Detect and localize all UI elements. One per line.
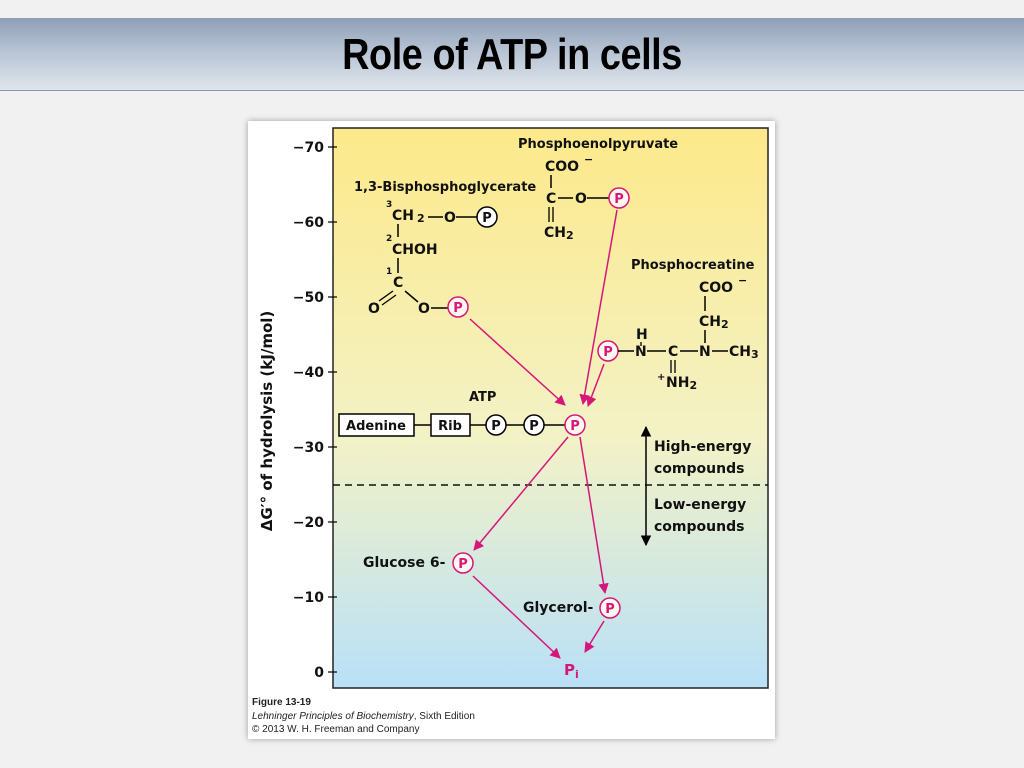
glucose-6-phosphate: Glucose 6- P	[363, 552, 474, 574]
svg-text:Low-energy: Low-energy	[654, 497, 746, 513]
svg-text:−10: −10	[293, 590, 324, 606]
phosphate-circle	[476, 206, 498, 228]
phosphate-circle	[564, 414, 586, 436]
arrow-atp-to-glycerol	[579, 436, 609, 595]
svg-text:1,3-Bisphosphoglycerate: 1,3-Bisphosphoglycerate	[354, 180, 536, 195]
svg-text:compounds: compounds	[654, 461, 744, 477]
svg-text:compounds: compounds	[654, 519, 744, 535]
svg-text:P: P	[453, 301, 463, 316]
glycerol-phosphate: Glycerol- P	[523, 597, 621, 619]
atp: ATP Adenine Rib P P P	[338, 390, 586, 437]
svg-text:ATP: ATP	[469, 390, 496, 405]
svg-text:P: P	[458, 557, 468, 572]
arrow-glucose-to-pi	[472, 575, 561, 659]
svg-text:CH2: CH2	[544, 225, 574, 242]
svg-text:Rib: Rib	[438, 419, 462, 434]
y-axis-ticks: −70 −60 −50 −40 −30 −20 −10 0	[293, 140, 337, 681]
svg-text:Phosphocreatine: Phosphocreatine	[631, 258, 755, 273]
svg-text:COO: COO	[699, 280, 733, 296]
svg-text:2: 2	[386, 234, 392, 244]
svg-text:−: −	[738, 274, 747, 287]
svg-text:3: 3	[386, 200, 392, 210]
svg-text:1: 1	[386, 267, 392, 277]
svg-text:Glucose 6-: Glucose 6-	[363, 555, 446, 571]
arrow-pep-to-atp	[579, 209, 618, 406]
svg-text:O: O	[368, 301, 380, 317]
plot-panel	[332, 127, 769, 689]
svg-text:P: P	[570, 419, 580, 434]
svg-text:Adenine: Adenine	[346, 419, 406, 434]
svg-text:−40: −40	[293, 365, 324, 381]
tick--50: −50	[293, 290, 337, 306]
svg-text:COO: COO	[545, 159, 579, 175]
svg-text:N: N	[699, 344, 711, 360]
svg-text:O: O	[575, 191, 587, 207]
svg-text:N: N	[635, 344, 647, 360]
figure-source: Lehninger Principles of Biochemistry, Si…	[252, 711, 475, 722]
svg-text:−: −	[584, 153, 593, 166]
svg-text:−30: −30	[293, 440, 324, 456]
svg-text:NH2: NH2	[666, 375, 697, 392]
tick--20: −20	[293, 515, 337, 531]
svg-text:C: C	[668, 344, 678, 360]
figure-card: ΔG′° of hydrolysis (kJ/mol) −70 −60 −50 …	[248, 121, 775, 739]
svg-text:C: C	[393, 275, 403, 291]
svg-text:P: P	[605, 602, 615, 617]
svg-text:O: O	[418, 301, 430, 317]
phosphoenolpyruvate: Phosphoenolpyruvate COO − C O CH2 P	[518, 137, 678, 242]
phosphocreatine: Phosphocreatine COO − CH2 H P N C N CH3 …	[597, 258, 759, 392]
svg-text:Glycerol-: Glycerol-	[523, 600, 594, 616]
svg-text:H: H	[636, 327, 648, 343]
tick--40: −40	[293, 365, 337, 381]
svg-text:O: O	[444, 210, 456, 226]
svg-text:P: P	[491, 419, 501, 434]
phosphate-circle	[452, 552, 474, 574]
svg-text:High-energy: High-energy	[654, 439, 751, 455]
svg-text:P: P	[529, 419, 539, 434]
svg-text:0: 0	[314, 665, 324, 681]
figure-number: Figure 13-19	[252, 697, 311, 708]
phosphate-circle	[608, 187, 630, 209]
low-energy-label: Low-energy compounds	[654, 497, 746, 535]
svg-text:−60: −60	[293, 215, 324, 231]
svg-text:−70: −70	[293, 140, 324, 156]
svg-text:P: P	[614, 192, 624, 207]
svg-text:P: P	[482, 211, 492, 226]
svg-text:−20: −20	[293, 515, 324, 531]
high-energy-label: High-energy compounds	[654, 439, 751, 477]
svg-text:CH3: CH3	[729, 344, 759, 361]
tick--30: −30	[293, 440, 337, 456]
arrow-bpg-to-atp	[469, 318, 566, 406]
svg-text:−50: −50	[293, 290, 324, 306]
phosphate-circle	[599, 597, 621, 619]
tick--60: −60	[293, 215, 337, 231]
svg-text:+: +	[657, 372, 665, 383]
tick--10: −10	[293, 590, 337, 606]
arrow-glycerol-to-pi	[584, 620, 605, 653]
slide-title: Role of ATP in cells	[342, 30, 682, 79]
svg-text:Phosphoenolpyruvate: Phosphoenolpyruvate	[518, 137, 678, 152]
arrow-creatine-to-atp	[586, 363, 605, 407]
phosphoryl-transfer-arrows	[469, 209, 618, 659]
tick-0: 0	[314, 665, 337, 681]
svg-text:CH2: CH2	[392, 208, 425, 225]
arrow-atp-to-glucose	[473, 436, 569, 551]
atp-energy-diagram: ΔG′° of hydrolysis (kJ/mol) −70 −60 −50 …	[258, 127, 769, 689]
title-bar	[0, 18, 1024, 91]
svg-text:C: C	[546, 191, 556, 207]
y-axis-label: ΔG′° of hydrolysis (kJ/mol)	[258, 311, 276, 532]
tick--70: −70	[293, 140, 337, 156]
svg-text:CHOH: CHOH	[392, 242, 438, 258]
inorganic-phosphate: Pi	[564, 661, 579, 681]
figure-copyright: © 2013 W. H. Freeman and Company	[252, 724, 420, 735]
svg-text:CH2: CH2	[699, 314, 729, 331]
phosphate-circle	[447, 296, 469, 318]
svg-text:P: P	[603, 345, 613, 360]
